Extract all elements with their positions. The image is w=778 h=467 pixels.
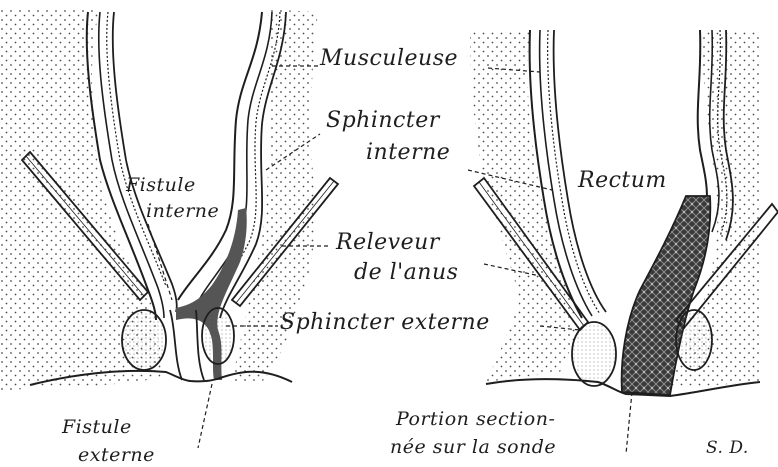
- label-fistule-interne-1: Fistule: [126, 176, 196, 195]
- label-releveur-2: de l'anus: [354, 262, 458, 284]
- label-sphincter-interne-2: interne: [366, 142, 450, 164]
- label-portion-2: née sur la sonde: [390, 438, 556, 457]
- external-sphincter-right: [202, 308, 234, 364]
- external-sphincter-right-diagram-right: [676, 310, 712, 370]
- label-fistule-externe-2: externe: [78, 446, 155, 465]
- left-anal-section: [0, 10, 338, 448]
- label-portion-1: Portion section-: [396, 410, 555, 429]
- label-signature: S. D.: [706, 440, 749, 457]
- label-sphincter-interne-1: Sphincter: [326, 110, 440, 132]
- label-fistule-externe-1: Fistule: [62, 418, 132, 437]
- external-sphincter-left: [122, 310, 166, 370]
- label-fistule-interne-2: interne: [146, 202, 219, 221]
- label-sphincter-externe: Sphincter externe: [280, 312, 490, 334]
- external-sphincter-right-diagram-left: [572, 322, 616, 386]
- label-rectum: Rectum: [578, 170, 667, 192]
- right-anal-section: [468, 30, 778, 454]
- label-releveur-1: Releveur: [336, 232, 440, 254]
- label-musculeuse: Musculeuse: [320, 48, 458, 70]
